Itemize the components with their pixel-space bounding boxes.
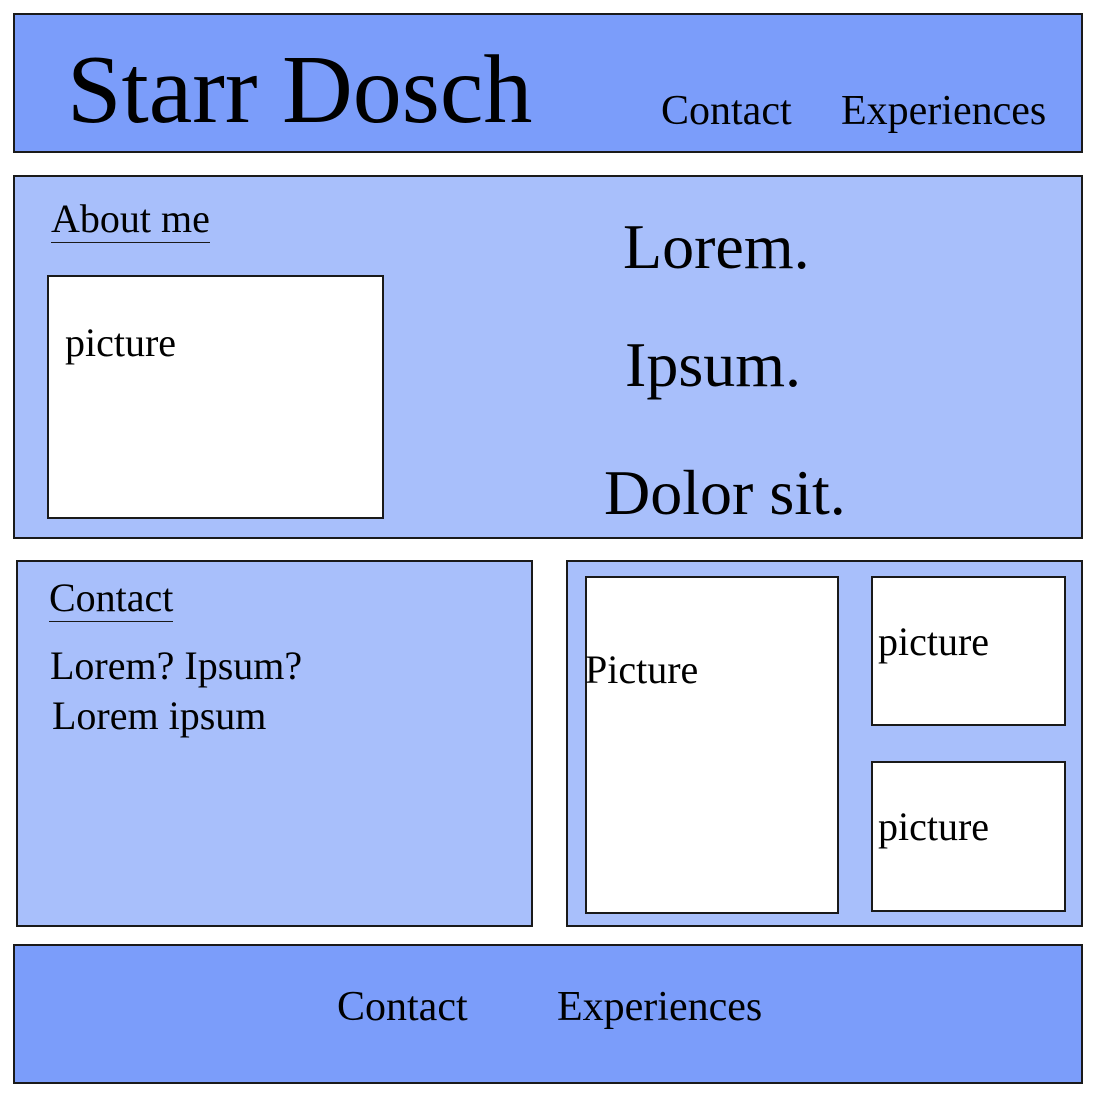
- contact-line-1: Lorem? Ipsum?: [50, 643, 303, 688]
- gallery-small-picture-2: picture: [871, 761, 1066, 912]
- header-nav-experiences[interactable]: Experiences: [841, 88, 1047, 134]
- about-line-1: Lorem.: [623, 211, 810, 282]
- gallery-large-picture-label: Picture: [585, 647, 699, 692]
- gallery-small-picture-1-label: picture: [878, 619, 990, 664]
- footer-nav-experiences[interactable]: Experiences: [557, 984, 763, 1030]
- about-section: About me picture Lorem. Ipsum. Dolor sit…: [13, 175, 1083, 539]
- footer-nav-contact[interactable]: Contact: [337, 984, 468, 1030]
- about-line-3: Dolor sit.: [604, 457, 846, 528]
- gallery-small-picture-1: picture: [871, 576, 1066, 726]
- contact-line-2: Lorem ipsum: [52, 693, 267, 738]
- header-bar: Starr Dosch Contact Experiences: [13, 13, 1083, 153]
- footer-bar: Contact Experiences: [13, 944, 1083, 1084]
- site-title: Starr Dosch: [67, 36, 533, 144]
- contact-heading: Contact: [49, 575, 174, 622]
- about-picture: picture: [47, 275, 384, 519]
- contact-section: Contact Lorem? Ipsum? Lorem ipsum: [16, 560, 533, 927]
- about-heading: About me: [51, 196, 210, 243]
- about-picture-label: picture: [65, 320, 177, 365]
- gallery-small-picture-2-label: picture: [878, 804, 990, 849]
- gallery-large-picture: Picture: [585, 576, 839, 914]
- about-line-2: Ipsum.: [625, 329, 801, 400]
- gallery-section: Picture picture picture: [566, 560, 1083, 927]
- header-nav-contact[interactable]: Contact: [661, 88, 792, 134]
